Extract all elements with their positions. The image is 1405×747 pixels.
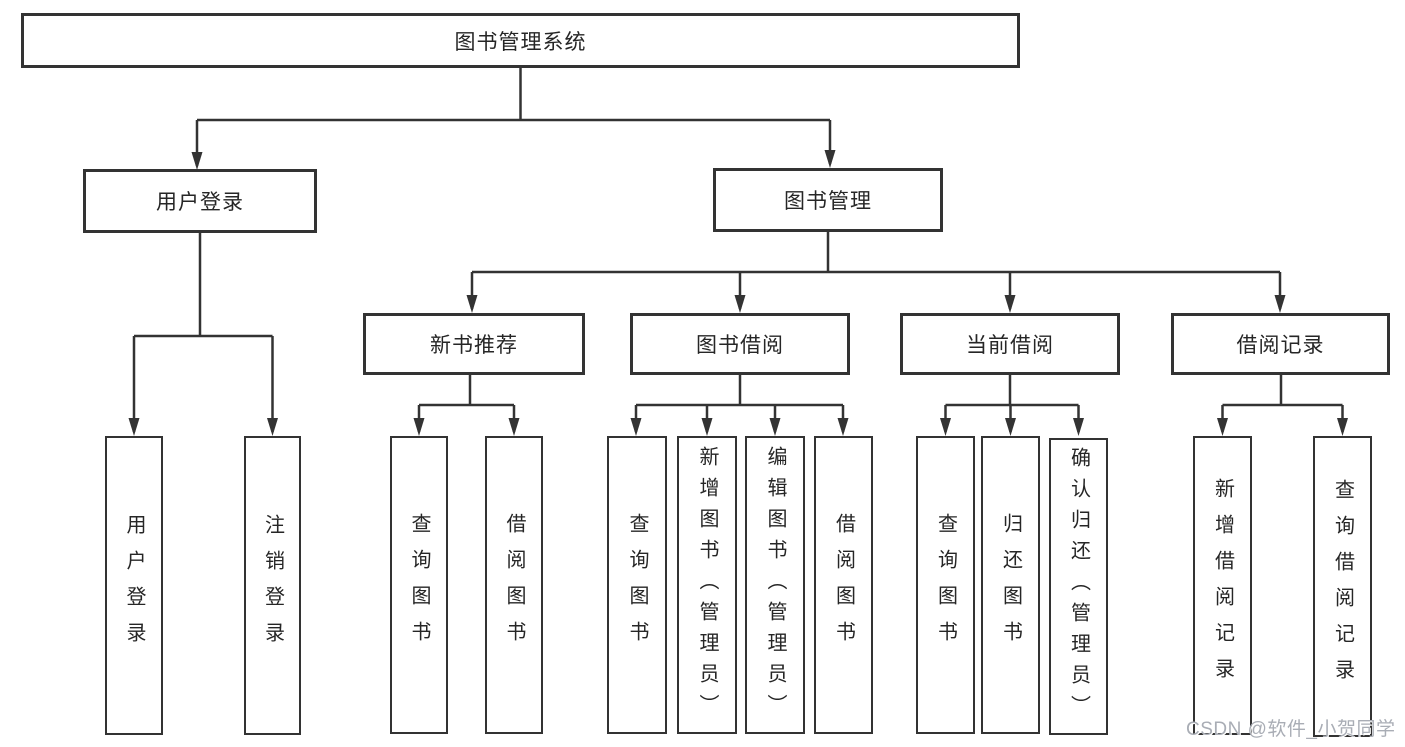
node-label: 图书管理 bbox=[784, 190, 872, 213]
node-label: 编辑图书（管理员） bbox=[764, 445, 786, 725]
leaf-add-borrow-record: 新增借阅记录 bbox=[1193, 436, 1252, 735]
node-label: 新书推荐 bbox=[430, 334, 518, 357]
leaf-add-books-admin: 新增图书（管理员） bbox=[677, 436, 737, 734]
node-label: 查询图书 bbox=[934, 513, 957, 657]
node-book-management-branch: 图书管理 bbox=[713, 168, 943, 232]
node-label: 用户登录 bbox=[156, 191, 244, 214]
leaf-return-books: 归还图书 bbox=[981, 436, 1040, 734]
node-label: 新增借阅记录 bbox=[1211, 477, 1234, 694]
node-label: 用户登录 bbox=[123, 513, 145, 658]
node-label: 注销登录 bbox=[261, 513, 284, 658]
node-book-borrowing: 图书借阅 bbox=[630, 313, 850, 375]
leaf-borrow-books-2: 借阅图书 bbox=[814, 436, 873, 734]
node-label: 图书管理系统 bbox=[454, 30, 587, 54]
node-new-book-recommend: 新书推荐 bbox=[363, 313, 585, 375]
csdn-watermark: CSDN @软件_小贺同学 bbox=[1186, 719, 1396, 740]
leaf-query-books-2: 查询图书 bbox=[607, 436, 667, 734]
node-label: 借阅记录 bbox=[1236, 334, 1325, 357]
arrowhead-icons bbox=[128, 150, 1348, 436]
node-library-management-system: 图书管理系统 bbox=[21, 13, 1020, 68]
node-label: 查询图书 bbox=[408, 513, 430, 657]
leaf-logout: 注销登录 bbox=[244, 436, 301, 735]
leaf-query-books-1: 查询图书 bbox=[390, 436, 448, 734]
node-user-login-branch: 用户登录 bbox=[83, 169, 317, 233]
leaf-edit-books-admin: 编辑图书（管理员） bbox=[745, 436, 805, 734]
leaf-confirm-return-admin: 确认归还（管理员） bbox=[1049, 438, 1108, 735]
leaf-query-books-3: 查询图书 bbox=[916, 436, 975, 734]
node-label: 确认归还（管理员） bbox=[1067, 447, 1090, 726]
node-label: 查询图书 bbox=[626, 513, 648, 657]
node-label: 归还图书 bbox=[999, 513, 1022, 657]
node-label: 当前借阅 bbox=[966, 334, 1054, 357]
node-borrowing-records: 借阅记录 bbox=[1171, 313, 1390, 375]
leaf-user-login: 用户登录 bbox=[105, 436, 163, 735]
node-current-borrowing: 当前借阅 bbox=[900, 313, 1120, 375]
leaf-borrow-books-1: 借阅图书 bbox=[485, 436, 543, 734]
node-label: 新增图书（管理员） bbox=[696, 445, 718, 725]
node-label: 借阅图书 bbox=[832, 513, 855, 657]
node-label: 借阅图书 bbox=[503, 513, 525, 657]
node-label: 图书借阅 bbox=[696, 334, 784, 357]
node-label: 查询借阅记录 bbox=[1331, 478, 1354, 695]
leaf-query-borrow-record: 查询借阅记录 bbox=[1313, 436, 1372, 737]
